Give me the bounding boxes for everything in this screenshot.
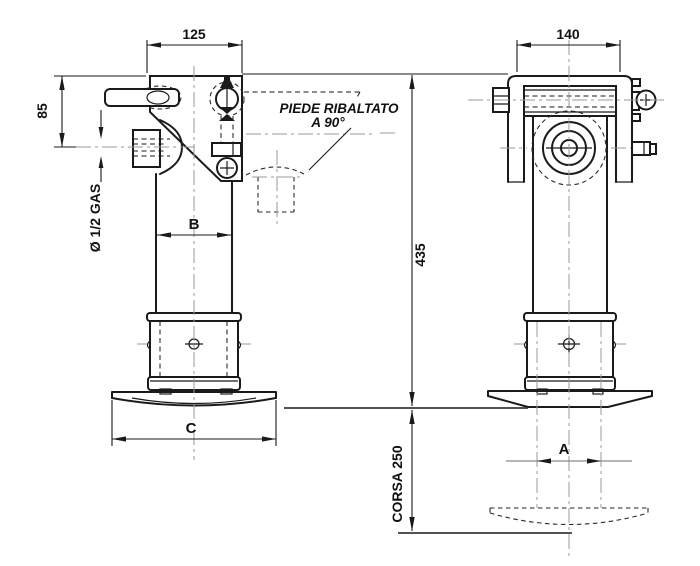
- ground-lines: [284, 407, 572, 534]
- dim-corsa-label: CORSA 250: [389, 445, 405, 523]
- tilted-foot-ghost: [245, 150, 307, 228]
- dimension-B: B: [157, 216, 231, 238]
- front-foot-plate: [487, 390, 653, 408]
- tilt-axis-centerline: [246, 132, 398, 135]
- note-line2: A 90°: [310, 115, 345, 130]
- dim-A-label: A: [559, 441, 570, 458]
- dimension-C: C: [111, 400, 277, 446]
- tilted-foot-note: PIEDE RIBALTATO A 90°: [279, 101, 399, 171]
- dimension-85: 85: [34, 75, 146, 148]
- head-block: [149, 75, 243, 182]
- crank-pin-handle: [104, 85, 183, 110]
- front-foot-sleeve: [514, 312, 626, 395]
- extended-foot-ghost: [489, 322, 649, 525]
- note-line1: PIEDE RIBALTATO: [279, 101, 399, 116]
- centerlines: [76, 40, 664, 556]
- dimension-125: 125: [146, 26, 243, 73]
- hydraulic-port-fitting: [132, 119, 184, 175]
- dimension-435: 435: [242, 73, 508, 406]
- dim-435-label: 435: [412, 243, 428, 267]
- dim-140-label: 140: [556, 26, 580, 42]
- outer-tube: [155, 173, 233, 314]
- dimension-corsa-250: CORSA 250: [389, 410, 415, 531]
- crank-handle-stub: [631, 141, 657, 156]
- front-view: [487, 75, 657, 525]
- dim-85-label: 85: [34, 103, 50, 119]
- lock-screw: [216, 157, 238, 179]
- port-label: Ø 1/2 GAS: [87, 184, 103, 252]
- pivot-pin: [492, 78, 657, 122]
- dim-125-label: 125: [182, 26, 206, 42]
- dimension-A: A: [506, 441, 632, 464]
- dim-B-label: B: [189, 216, 200, 233]
- bevel-gear: [209, 75, 361, 143]
- dimension-140: 140: [516, 26, 621, 72]
- lock-slot: [211, 142, 242, 157]
- front-outer-tube: [532, 115, 608, 314]
- dim-C-label: C: [186, 420, 197, 437]
- port-callout: Ø 1/2 GAS: [87, 110, 104, 252]
